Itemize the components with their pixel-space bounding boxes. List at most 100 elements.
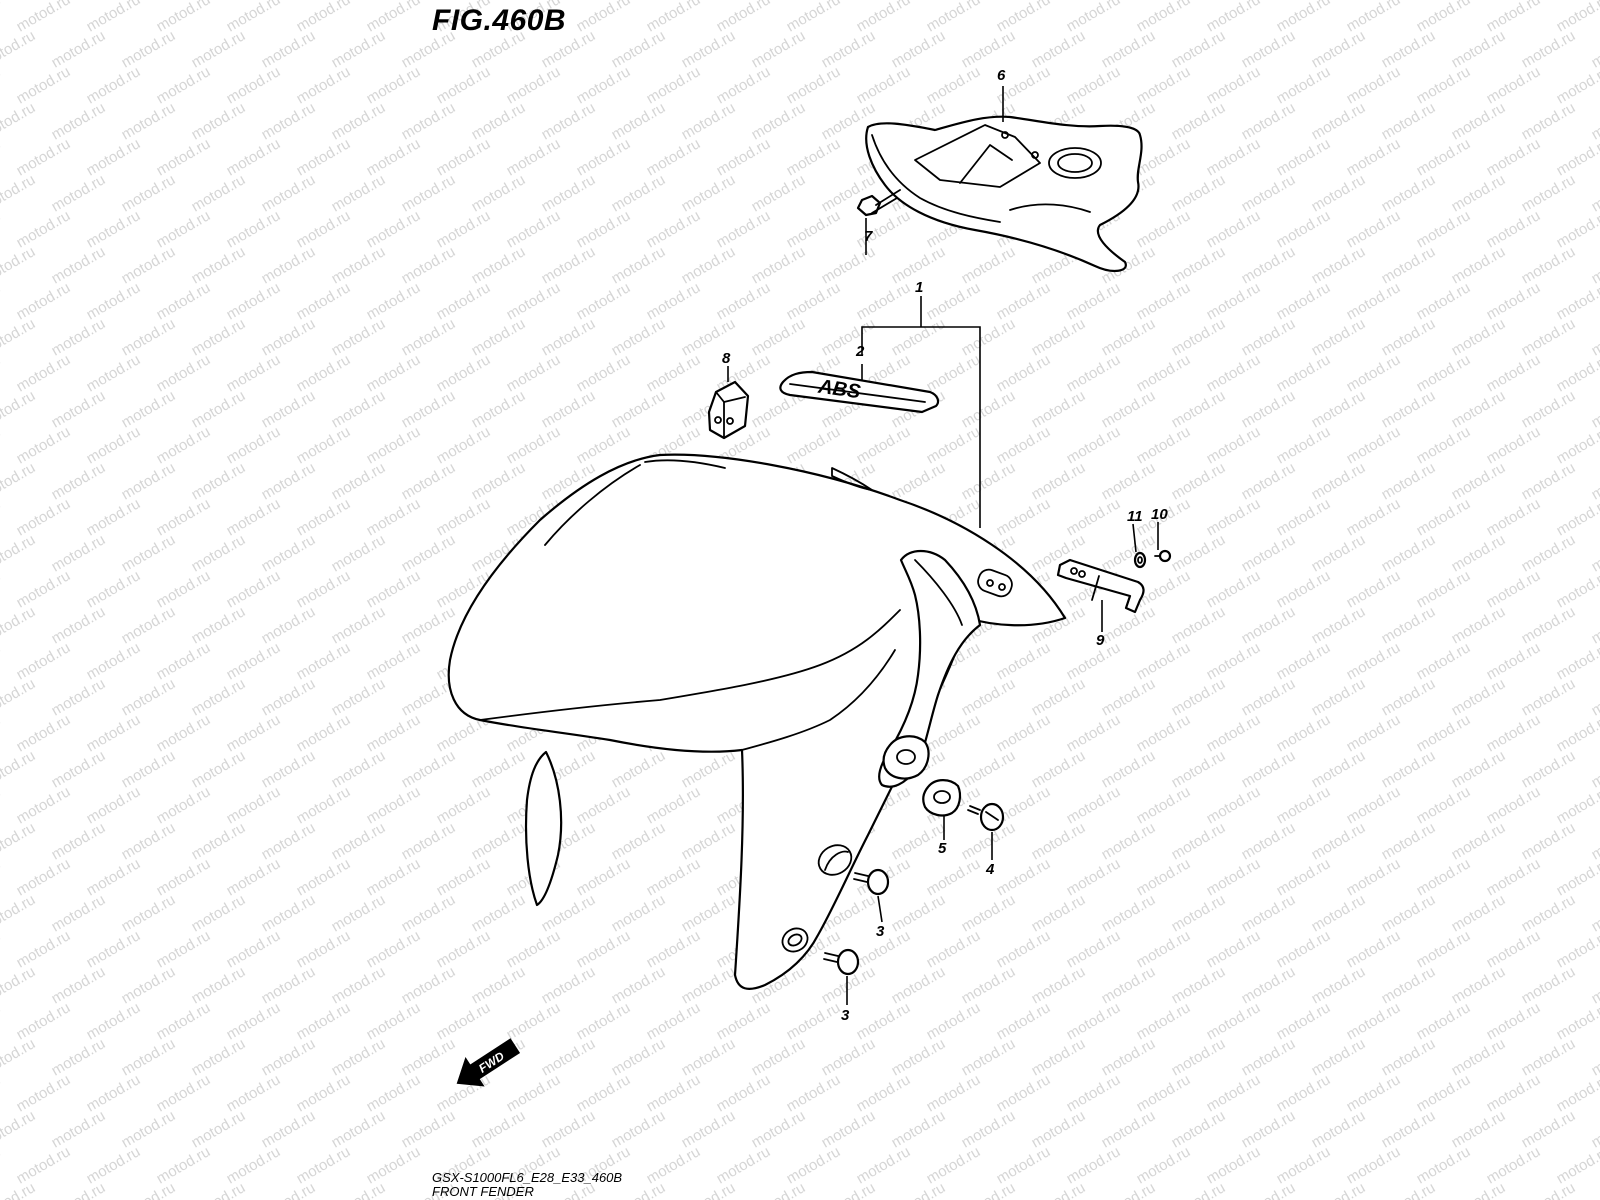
watermark-text: motod.ru bbox=[399, 243, 459, 287]
callout-11[interactable]: 11 bbox=[1127, 508, 1143, 525]
callout-9[interactable]: 9 bbox=[1096, 632, 1105, 649]
watermark-text: motod.ru bbox=[84, 855, 144, 899]
watermark-text: motod.ru bbox=[0, 1143, 3, 1187]
watermark-text: motod.ru bbox=[0, 603, 38, 647]
watermark-text: motod.ru bbox=[1519, 27, 1579, 71]
watermark-text: motod.ru bbox=[1309, 1179, 1369, 1200]
part-5-grommet[interactable] bbox=[922, 779, 962, 817]
callout-4[interactable]: 4 bbox=[985, 861, 995, 878]
watermark-text: motod.ru bbox=[154, 423, 214, 467]
watermark-text: motod.ru bbox=[1204, 639, 1264, 683]
watermark-text: motod.ru bbox=[1554, 495, 1600, 539]
watermark-text: motod.ru bbox=[399, 819, 459, 863]
watermark-text: motod.ru bbox=[1554, 1071, 1600, 1115]
watermark-text: motod.ru bbox=[469, 963, 529, 1007]
watermark-text: motod.ru bbox=[609, 747, 669, 791]
watermark-text: motod.ru bbox=[14, 639, 74, 683]
watermark-text: motod.ru bbox=[119, 531, 179, 575]
watermark-text: motod.ru bbox=[889, 1035, 949, 1079]
watermark-text: motod.ru bbox=[1064, 63, 1124, 107]
watermark-text: motod.ru bbox=[1379, 315, 1439, 359]
part-11-washer[interactable] bbox=[1133, 551, 1147, 569]
watermark-text: motod.ru bbox=[119, 891, 179, 935]
leader-lines bbox=[727, 86, 1159, 1005]
watermark-text: motod.ru bbox=[889, 1107, 949, 1151]
watermark-text: motod.ru bbox=[854, 1071, 914, 1115]
part-6-inner-panel[interactable] bbox=[865, 115, 1143, 272]
watermark-text: motod.ru bbox=[1484, 639, 1544, 683]
watermark-text: motod.ru bbox=[154, 1143, 214, 1187]
watermark-text: motod.ru bbox=[784, 999, 844, 1043]
watermark-text: motod.ru bbox=[959, 27, 1019, 71]
part-2-abs-emblem[interactable]: ABS bbox=[779, 370, 940, 414]
watermark-text: motod.ru bbox=[1519, 315, 1579, 359]
part-3-bolt-lower[interactable] bbox=[823, 948, 860, 976]
part-10-screw[interactable] bbox=[1154, 549, 1172, 563]
watermark-text: motod.ru bbox=[1414, 63, 1474, 107]
callout-10[interactable]: 10 bbox=[1151, 506, 1168, 523]
watermark-text: motod.ru bbox=[1519, 603, 1579, 647]
watermark-text: motod.ru bbox=[1029, 387, 1089, 431]
watermark-text: motod.ru bbox=[0, 531, 38, 575]
watermark-text: motod.ru bbox=[819, 27, 879, 71]
watermark-text: motod.ru bbox=[959, 963, 1019, 1007]
watermark-text: motod.ru bbox=[1484, 1143, 1544, 1187]
watermark-text: motod.ru bbox=[1029, 459, 1089, 503]
watermark-text: motod.ru bbox=[1239, 243, 1299, 287]
watermark-text: motod.ru bbox=[1099, 315, 1159, 359]
watermark-text: motod.ru bbox=[1064, 495, 1124, 539]
callout-7[interactable]: 7 bbox=[864, 228, 873, 245]
watermark-text: motod.ru bbox=[329, 675, 389, 719]
watermark-text: motod.ru bbox=[1554, 279, 1600, 323]
watermark-text: motod.ru bbox=[294, 207, 354, 251]
watermark-text: motod.ru bbox=[154, 0, 214, 35]
watermark-text: motod.ru bbox=[1344, 999, 1404, 1043]
watermark-text: motod.ru bbox=[1239, 603, 1299, 647]
watermark-text: motod.ru bbox=[1589, 603, 1600, 647]
watermark-text: motod.ru bbox=[1589, 387, 1600, 431]
watermark-text: motod.ru bbox=[574, 783, 634, 827]
watermark-text: motod.ru bbox=[84, 1143, 144, 1187]
watermark-text: motod.ru bbox=[1099, 1107, 1159, 1151]
callout-6[interactable]: 6 bbox=[997, 67, 1006, 84]
watermark-text: motod.ru bbox=[224, 351, 284, 395]
part-8-clip[interactable] bbox=[707, 380, 750, 440]
part-4-bolt[interactable] bbox=[967, 802, 1005, 832]
watermark-text: motod.ru bbox=[84, 1071, 144, 1115]
part-9-bracket[interactable] bbox=[1056, 558, 1145, 614]
watermark-text: motod.ru bbox=[329, 1107, 389, 1151]
watermark-text: motod.ru bbox=[1099, 675, 1159, 719]
watermark-text: motod.ru bbox=[189, 1035, 249, 1079]
watermark-text: motod.ru bbox=[224, 495, 284, 539]
watermark-text: motod.ru bbox=[1449, 675, 1509, 719]
watermark-text: motod.ru bbox=[189, 315, 249, 359]
watermark-text: motod.ru bbox=[1134, 711, 1194, 755]
watermark-text: motod.ru bbox=[504, 207, 564, 251]
callout-1[interactable]: 1 bbox=[915, 279, 923, 296]
watermark-text: motod.ru bbox=[0, 99, 38, 143]
callout-3-lower[interactable]: 3 bbox=[841, 1007, 850, 1024]
watermark-text: motod.ru bbox=[1099, 27, 1159, 71]
callout-5[interactable]: 5 bbox=[938, 840, 947, 857]
watermark-text: motod.ru bbox=[364, 1143, 424, 1187]
watermark-text: motod.ru bbox=[119, 747, 179, 791]
part-3-bolt-upper[interactable] bbox=[853, 868, 890, 896]
watermark-text: motod.ru bbox=[714, 279, 774, 323]
part-1-front-fender[interactable] bbox=[447, 453, 1067, 990]
part-7-bolt[interactable] bbox=[856, 189, 901, 217]
callout-2[interactable]: 2 bbox=[855, 343, 865, 360]
watermark-text: motod.ru bbox=[1274, 639, 1334, 683]
watermark-text: motod.ru bbox=[1344, 423, 1404, 467]
watermark-text: motod.ru bbox=[994, 423, 1054, 467]
watermark-text: motod.ru bbox=[644, 783, 704, 827]
watermark-text: motod.ru bbox=[784, 1071, 844, 1115]
callout-3-upper[interactable]: 3 bbox=[876, 923, 885, 940]
watermark-text: motod.ru bbox=[364, 999, 424, 1043]
watermark-text: motod.ru bbox=[539, 171, 599, 215]
watermark-text: motod.ru bbox=[49, 459, 109, 503]
callout-8[interactable]: 8 bbox=[722, 350, 731, 367]
watermark-text: motod.ru bbox=[609, 315, 669, 359]
model-code-caption: GSX-S1000FL6_E28_E33_460B bbox=[432, 1170, 622, 1185]
watermark-text: motod.ru bbox=[679, 99, 739, 143]
watermark-text: motod.ru bbox=[189, 27, 249, 71]
